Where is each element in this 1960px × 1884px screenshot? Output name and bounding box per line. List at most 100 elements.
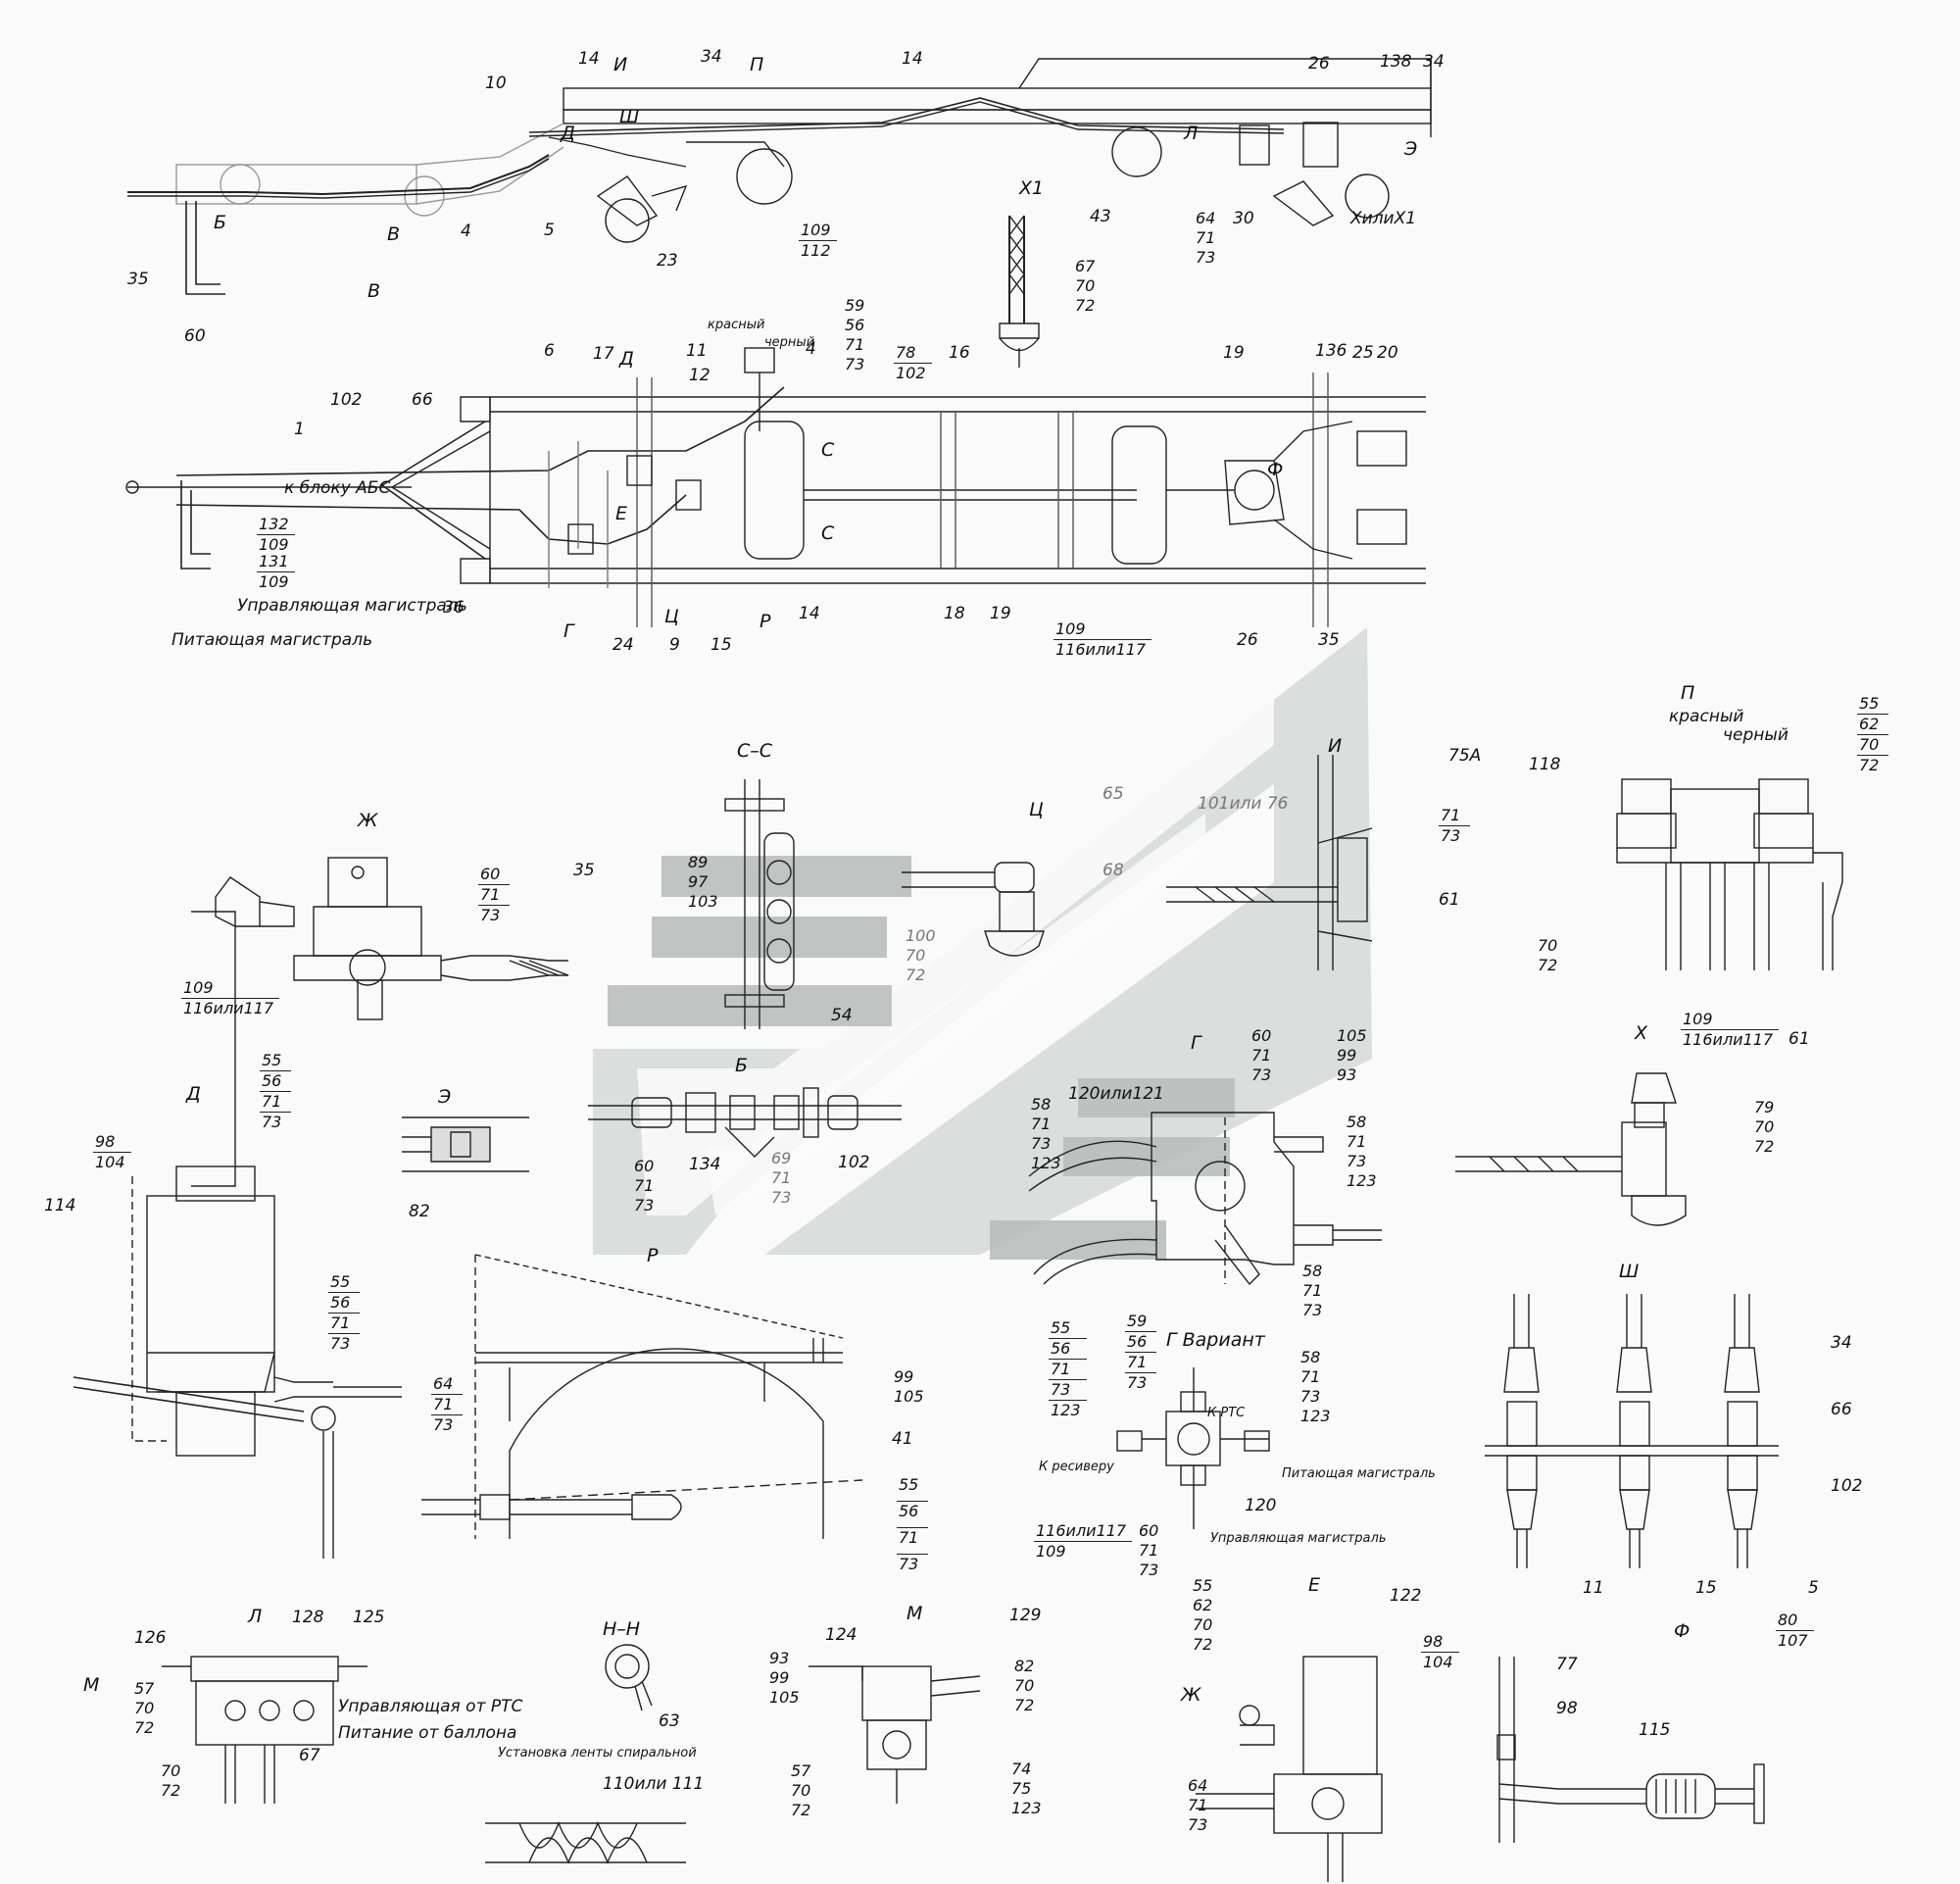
label-p-72: 72 (1859, 756, 1880, 774)
detail-title-g-variant: Г Вариант (1166, 1329, 1265, 1351)
label-cc-97: 97 (688, 872, 709, 891)
label-g-105: 105 (1337, 1026, 1367, 1045)
label-e-72: 72 (1193, 1635, 1213, 1654)
label-gv-71c: 71 (1300, 1367, 1321, 1386)
detail-title-d: Д (186, 1083, 201, 1105)
label-109b: 109 (259, 535, 289, 554)
label-zh-60: 60 (478, 865, 510, 885)
label-zh-71: 71 (478, 885, 510, 906)
label-nn-63: 63 (659, 1711, 680, 1731)
label-m-123: 123 (1011, 1799, 1042, 1817)
label-sh-34: 34 (1831, 1333, 1852, 1353)
label-m-74: 74 (1011, 1760, 1032, 1778)
label-e-62: 62 (1193, 1596, 1213, 1614)
label-71a: 71 (1196, 228, 1216, 247)
label-56a: 56 (845, 316, 865, 334)
detail-i (1166, 755, 1373, 970)
label-x-116: 116или117 (1683, 1030, 1774, 1049)
view-ref-e1: Е (615, 503, 628, 524)
label-x-72: 72 (1754, 1137, 1775, 1156)
label-109d: 109 (1054, 620, 1152, 640)
label-r-71: 71 (431, 1395, 463, 1415)
note-black-2: черный (1723, 725, 1788, 745)
label-l-57: 57 (134, 1679, 155, 1698)
label-26: 26 (1308, 54, 1330, 74)
label-e-104: 104 (1423, 1653, 1453, 1671)
label-f-77: 77 (1556, 1655, 1578, 1674)
label-l-67: 67 (299, 1746, 320, 1765)
label-d-55: 55 (260, 1051, 291, 1071)
label-gv-109: 109 (1036, 1542, 1066, 1561)
view-title-v: В (368, 280, 381, 302)
detail-title-e: Э (438, 1086, 452, 1108)
label-12: 12 (689, 366, 710, 385)
label-sh-66: 66 (1831, 1400, 1852, 1419)
label-gv-58: 58 (1300, 1348, 1321, 1366)
view-ref-c2: С (821, 522, 835, 544)
label-m-105: 105 (769, 1688, 800, 1707)
label-d-71: 71 (260, 1092, 291, 1113)
label-r-71b: 71 (897, 1528, 928, 1555)
label-14c: 14 (799, 604, 820, 623)
label-g-120: 120или121 (1068, 1084, 1164, 1104)
label-gv-73: 73 (1049, 1380, 1087, 1401)
label-cc-54: 54 (831, 1006, 853, 1025)
note-black: черный (764, 335, 815, 350)
detail-cc (724, 779, 795, 1029)
label-e-82: 82 (409, 1202, 430, 1221)
label-g-71c: 71 (1347, 1132, 1367, 1151)
label-m-129: 129 (1009, 1606, 1042, 1625)
label-cc-103: 103 (688, 892, 718, 911)
side-view-frame (127, 58, 1432, 368)
label-72a: 72 (1075, 296, 1096, 315)
label-ts-72: 72 (906, 966, 926, 984)
label-73b: 73 (845, 355, 865, 373)
label-sh-5: 5 (1808, 1578, 1819, 1598)
label-nn-110: 110или 111 (603, 1774, 705, 1794)
label-m-57: 57 (791, 1761, 811, 1780)
label-36: 36 (443, 598, 465, 618)
note-supply-line-2: Питающая магистраль (1282, 1466, 1436, 1481)
label-116or117a: 116или117 (1055, 640, 1147, 659)
label-cc-89: 89 (688, 853, 709, 871)
label-15: 15 (710, 635, 732, 655)
label-m-70b: 70 (791, 1781, 811, 1800)
label-g-71b: 71 (1031, 1115, 1052, 1133)
label-e-55: 55 (1193, 1576, 1213, 1595)
detail-title-f: Ф (1674, 1620, 1690, 1642)
detail-sh (1485, 1294, 1779, 1568)
label-78: 78 (894, 343, 932, 364)
detail-x (1455, 1072, 1687, 1226)
label-p-62: 62 (1857, 715, 1888, 735)
label-6: 6 (544, 341, 555, 361)
label-gv-55: 55 (1049, 1318, 1087, 1339)
label-d-98: 98 (93, 1132, 131, 1153)
note-abs: к блоку АБС (284, 478, 391, 498)
detail-g (1028, 1112, 1382, 1286)
detail-title-nn: Н–Н (603, 1618, 641, 1640)
label-l-128: 128 (292, 1608, 324, 1627)
label-ts-65: 65 (1102, 784, 1124, 804)
label-d-56b: 56 (328, 1293, 360, 1314)
label-l-72b: 72 (161, 1781, 181, 1800)
detail-title-g: Г (1191, 1032, 1201, 1054)
label-p-72b: 72 (1538, 956, 1558, 974)
label-f-115: 115 (1639, 1720, 1671, 1740)
view-ref-zh: Ж (1181, 1684, 1201, 1706)
